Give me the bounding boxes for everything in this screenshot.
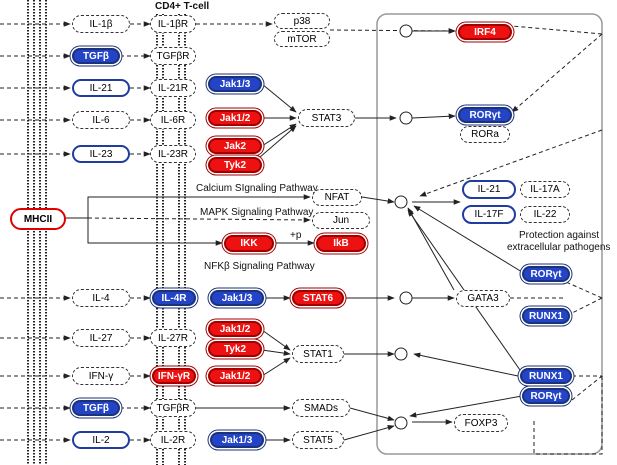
- rorgt-node-1: RORγt: [458, 107, 512, 123]
- tgfb-node-1: TGFβ: [72, 48, 120, 64]
- tyk2-node-1: Tyk2: [208, 157, 262, 173]
- stat3-node: STAT3: [298, 109, 355, 127]
- phospho-label: +p: [290, 230, 302, 241]
- tgfb-node-2: TGFβ: [72, 400, 120, 416]
- tgfbr-node-1: TGFβR: [150, 47, 196, 65]
- il21-node: IL-21: [72, 79, 130, 97]
- rora-node: RORa: [460, 126, 510, 143]
- jak12-node-3: Jak1/2: [208, 368, 262, 384]
- il6r-node: IL-6R: [150, 111, 196, 129]
- jak13-node-1: Jak1/3: [208, 76, 262, 92]
- connectors: [0, 21, 603, 455]
- il23r-node: IL-23R: [150, 145, 196, 163]
- il17a-node: IL-17A: [520, 181, 570, 198]
- mhcii-node: MHCII: [10, 208, 66, 230]
- il4-node: IL-4: [72, 289, 130, 307]
- il21r-node: IL-21R: [150, 79, 196, 97]
- tgfbr-node-2: TGFβR: [150, 399, 196, 417]
- jak13-node-2: Jak1/3: [210, 290, 264, 306]
- jak12-node-2: Jak1/2: [208, 321, 262, 337]
- protection-label-line1: Protection against: [519, 230, 600, 241]
- cell-title: CD4+ T-cell: [155, 1, 210, 12]
- il27-node: IL-27: [72, 329, 130, 347]
- rorgt-node-2: RORγt: [522, 266, 570, 282]
- ikb-node: IkB: [316, 235, 366, 252]
- runx1-node-2: RUNX1: [520, 368, 572, 384]
- nfkb-pathway-label: NFKβ Signaling Pathway: [204, 261, 315, 272]
- p38-node: p38: [274, 13, 330, 29]
- il4r-node: IL-4R: [152, 290, 196, 306]
- calcium-pathway-label: Calcium SIgnaling Pathway: [196, 183, 318, 194]
- jun-node: Jun: [312, 212, 370, 229]
- il2r-node: IL-2R: [150, 431, 196, 449]
- jak12-node-1: Jak1/2: [208, 110, 262, 126]
- protection-label-line2: extracellular pathogens: [507, 242, 611, 253]
- tyk2-node-2: Tyk2: [208, 341, 262, 357]
- il21-output-node: IL-21: [462, 180, 516, 199]
- ifngr-node: IFN-γR: [152, 368, 196, 384]
- stat6-node: STAT6: [292, 290, 344, 306]
- smads-node: SMADs: [292, 399, 350, 417]
- irf4-node: IRF4: [458, 24, 512, 40]
- il6-node: IL-6: [72, 111, 130, 129]
- ifng-node: IFN-γ: [72, 367, 130, 385]
- il2-node: IL-2: [72, 431, 130, 449]
- cell-membrane: [27, 0, 186, 465]
- il1br-node: IL-1βR: [150, 15, 196, 33]
- stat5-node: STAT5: [292, 431, 344, 449]
- stat1-node: STAT1: [292, 345, 344, 363]
- jak13-node-3: Jak1/3: [210, 432, 264, 448]
- mtor-node: mTOR: [274, 31, 330, 47]
- nucleus-box: [376, 13, 603, 455]
- rorgt-node-3: RORγt: [522, 388, 570, 404]
- gata3-node: GATA3: [456, 290, 510, 307]
- il23-node: IL-23: [72, 145, 130, 163]
- il27r-node: IL-27R: [150, 329, 196, 347]
- nfat-node: NFAT: [312, 189, 362, 206]
- il22-node: IL-22: [520, 206, 570, 223]
- junction-circles: [394, 24, 413, 430]
- runx1-node-1: RUNX1: [522, 308, 570, 324]
- mapk-pathway-label: MAPK Signaling Pathway: [200, 207, 314, 218]
- ikk-node: IKK: [224, 235, 274, 252]
- il1b-node: IL-1β: [72, 15, 130, 33]
- foxp3-node: FOXP3: [454, 414, 508, 432]
- il17f-node: IL-17F: [462, 205, 516, 224]
- jak2-node: Jak2: [208, 138, 262, 154]
